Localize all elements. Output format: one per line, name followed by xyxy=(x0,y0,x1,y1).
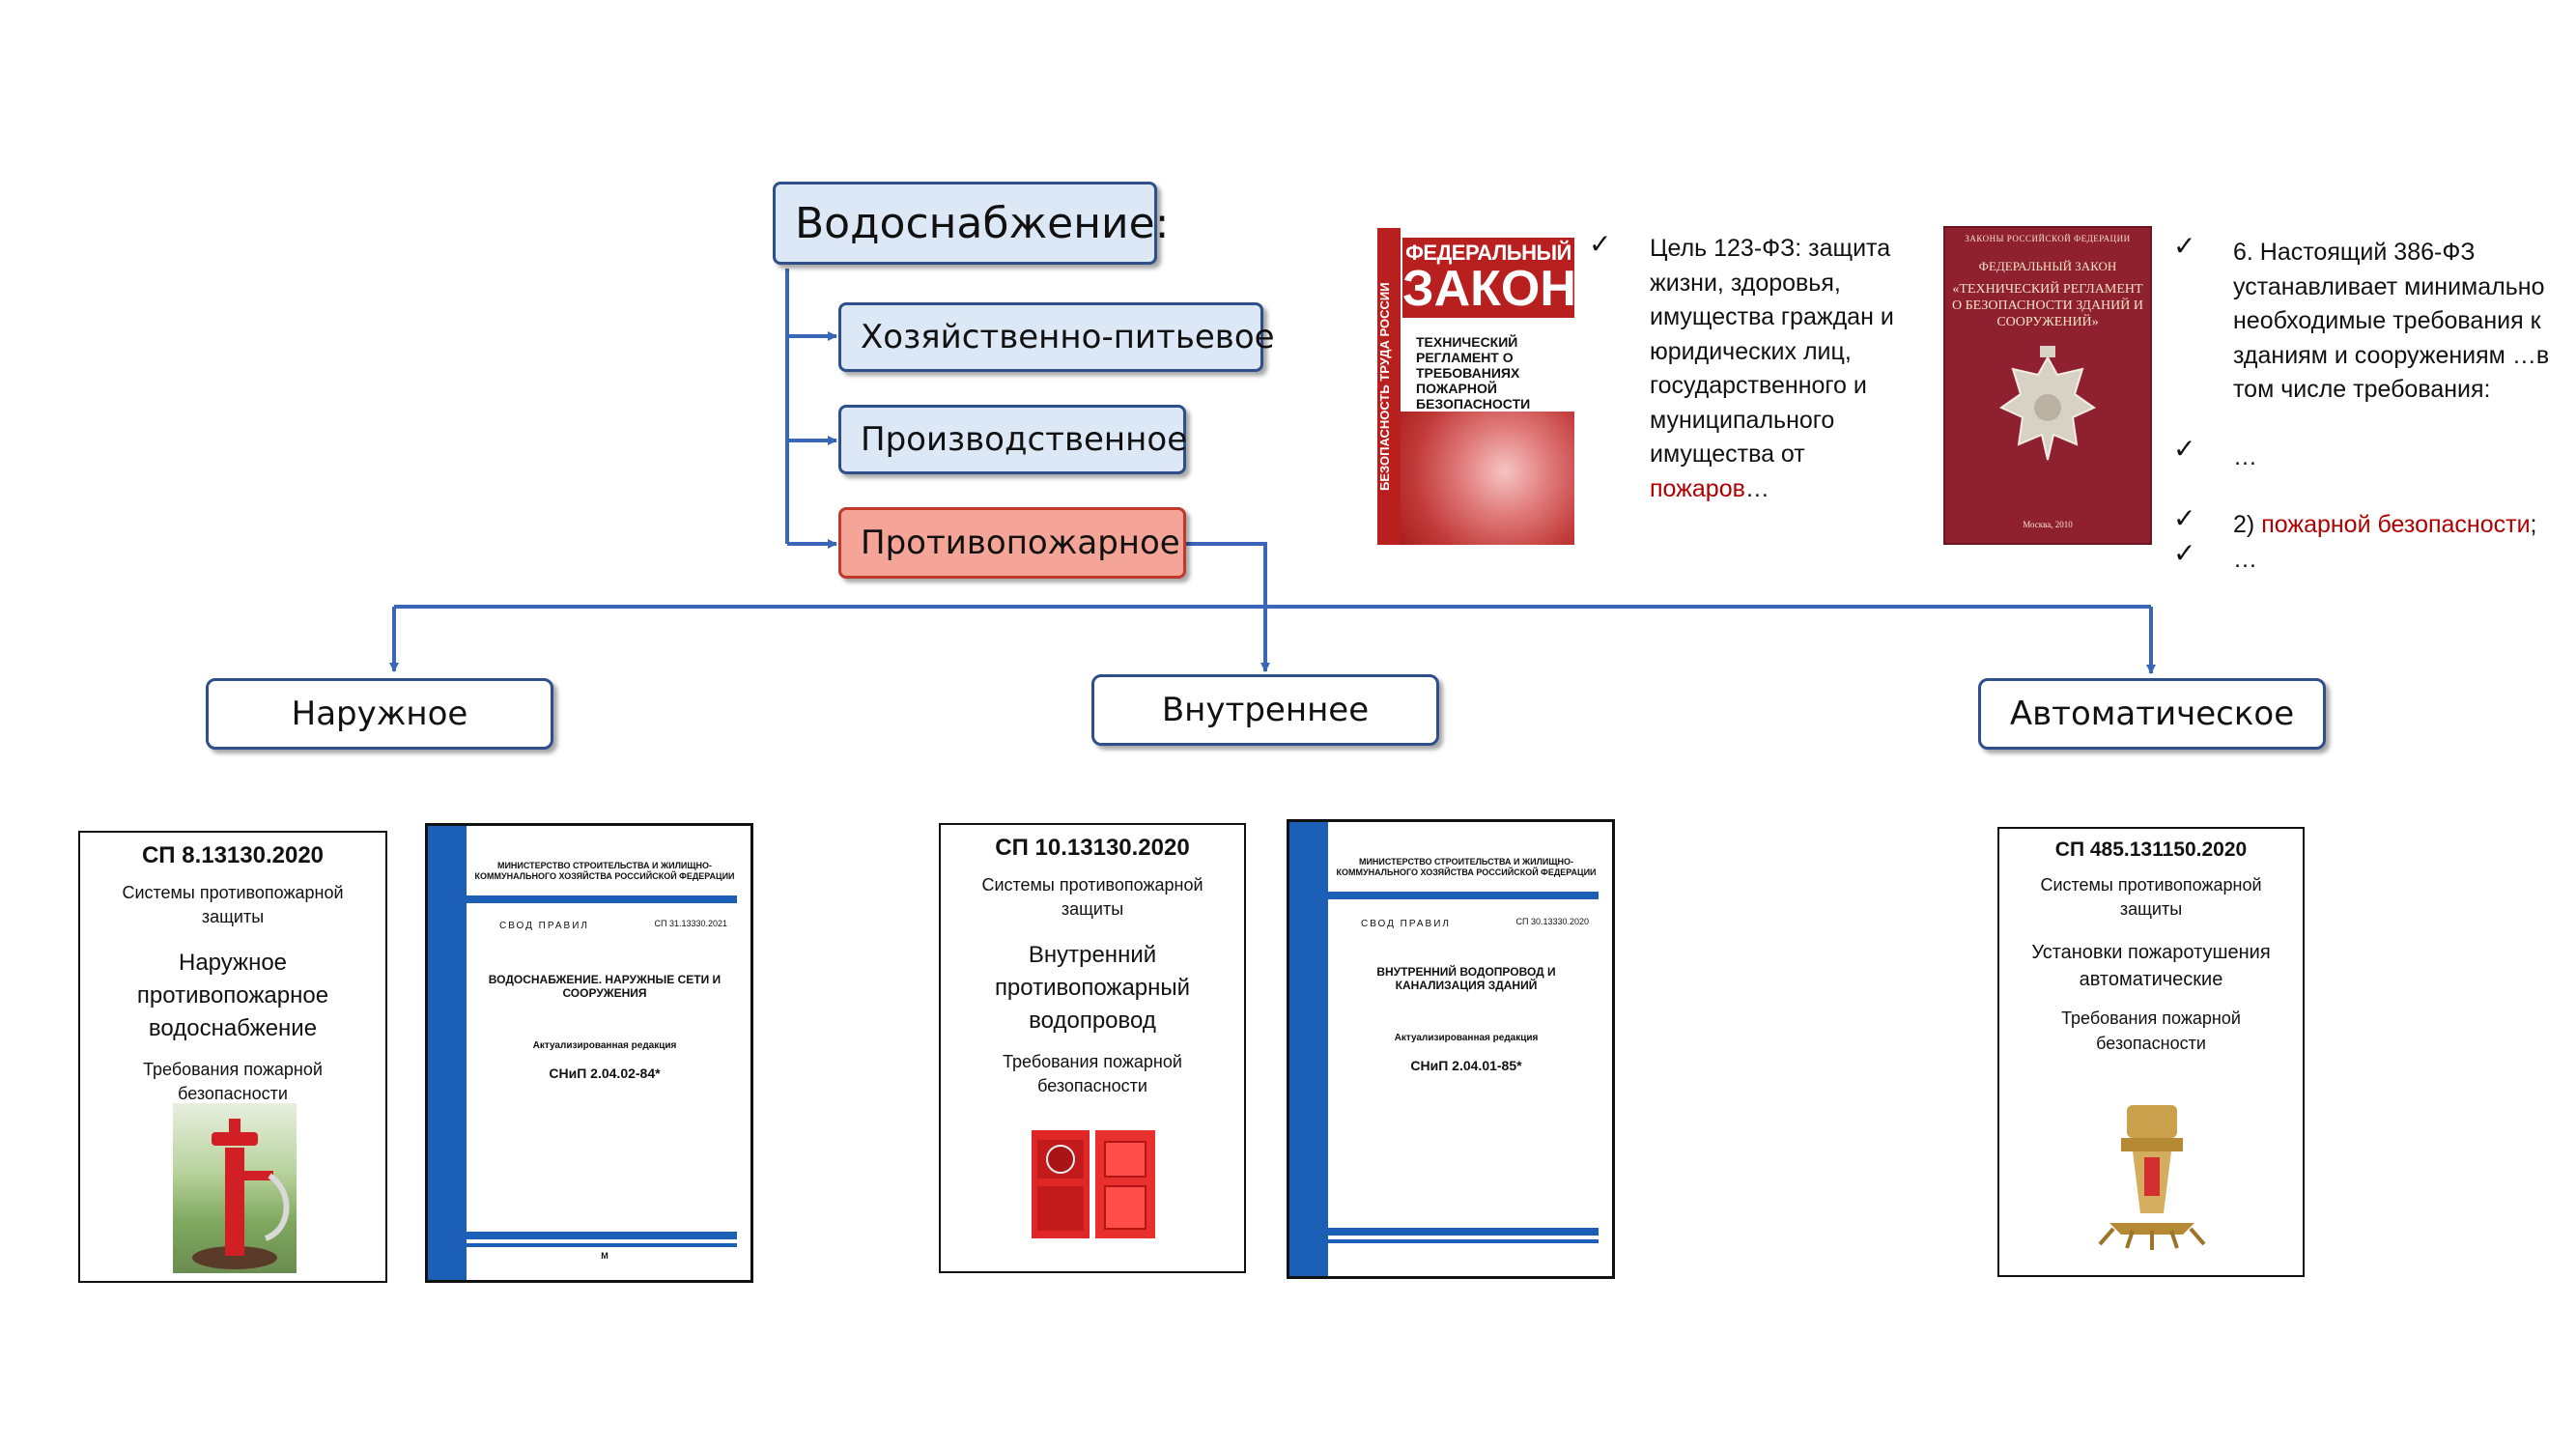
doc-requirements: Требования пожарной безопасности xyxy=(2061,1009,2241,1053)
category-outer: Наружное xyxy=(206,678,553,750)
law-123-cover-subtitle: ТЕХНИЧЕСКИЙ РЕГЛАМЕНТ О ТРЕБОВАНИЯХ ПОЖА… xyxy=(1416,334,1531,412)
doc-code: СП 10.13130.2020 xyxy=(995,835,1190,861)
sp-485-document: СП 485.131150.2020 Системы противопожарн… xyxy=(1997,827,2305,1277)
snip-snip-number: СНиП 2.04.02-84* xyxy=(549,1065,661,1081)
snip-snip-number: СНиП 2.04.01-85* xyxy=(1410,1058,1522,1073)
law-123-cover-spine: БЕЗОПАСНОСТЬ ТРУДА РОССИИ xyxy=(1377,228,1401,545)
snip-number: СП 30.13330.2020 xyxy=(1515,917,1589,926)
check-icon: ✓ xyxy=(2173,502,2196,534)
category-label: Автоматическое xyxy=(2009,695,2295,733)
law-386-cover-title: «ТЕХНИЧЕСКИЙ РЕГЛАМЕНТ О БЕЗОПАСНОСТИ ЗД… xyxy=(1951,282,2143,329)
snip-number: СП 31.13330.2021 xyxy=(654,919,727,928)
snip-title: ВНУТРЕННИЙ ВОДОПРОВОД И КАНАЛИЗАЦИЯ ЗДАН… xyxy=(1376,965,1556,993)
law-123-text: Цель 123-ФЗ: защита жизни, здоровья, иму… xyxy=(1650,235,1894,502)
tree-node-label: Противопожарное xyxy=(861,524,1180,562)
tree-root-node: Водоснабжение: xyxy=(773,182,1169,265)
doc-system: Системы противопожарной защиты xyxy=(122,883,344,927)
tree-node-label: Хозяйственно-питьевое xyxy=(861,318,1275,356)
law-123-text-red: пожаров xyxy=(1650,474,1745,502)
doc-code: СП 485.131150.2020 xyxy=(2054,838,2248,861)
coat-of-arms-icon xyxy=(1998,346,2097,461)
category-label: Наружное xyxy=(291,695,468,733)
doc-name: Внутренний противопожарный водопровод xyxy=(994,942,1191,1034)
category-label: Внутреннее xyxy=(1161,691,1370,729)
sp-8-document: СП 8.13130.2020 Системы противопожарной … xyxy=(78,831,387,1283)
snip-title: ВОДОСНАБЖЕНИЕ. НАРУЖНЫЕ СЕТИ И СООРУЖЕНИ… xyxy=(488,973,722,1001)
snip-svod: СВОД ПРАВИЛ xyxy=(499,921,589,931)
check-icon: ✓ xyxy=(2173,537,2196,569)
category-automatic: Автоматическое xyxy=(1978,678,2326,750)
doc-system: Системы противопожарной защиты xyxy=(2040,875,2262,920)
law-386-cover-top: ЗАКОНЫ РОССИЙСКОЙ ФЕДЕРАЦИИ xyxy=(1965,234,2131,243)
fire-to-bus-line xyxy=(1185,542,1270,672)
law-386-text: 6. Настоящий 386-ФЗ устанавливает минима… xyxy=(2233,239,2550,403)
doc-code: СП 8.13130.2020 xyxy=(141,842,325,868)
doc-name: Установки пожаротушения автоматические xyxy=(2031,942,2271,991)
check-icon: ✓ xyxy=(2173,433,2196,465)
fire-hydrant-icon xyxy=(192,1119,290,1269)
sp-31-cover: МИНИСТЕРСТВО СТРОИТЕЛЬСТВА И ЖИЛИЩНО-КОМ… xyxy=(425,823,753,1283)
doc-requirements: Требования пожарной безопасности xyxy=(1003,1052,1182,1096)
law-386-item-red: пожарной безопасности xyxy=(2261,511,2531,538)
snip-footer: М xyxy=(601,1251,609,1261)
sp-30-cover: МИНИСТЕРСТВО СТРОИТЕЛЬСТВА И ЖИЛИЩНО-КОМ… xyxy=(1287,819,1615,1279)
doc-name: Наружное противопожарное водоснабжение xyxy=(136,950,329,1041)
tree-node-firefighting: Противопожарное xyxy=(838,507,1186,579)
check-icon: ✓ xyxy=(2173,230,2196,262)
doc-system: Системы противопожарной защиты xyxy=(981,875,1203,920)
law-386-cover-law: ФЕДЕРАЛЬНЫЙ ЗАКОН xyxy=(1978,259,2117,273)
sprinkler-icon xyxy=(2098,1105,2206,1250)
law-123-cover-title: ФЕДЕРАЛЬНЫЙ ЗАКОН xyxy=(1402,238,1574,319)
snip-actual: Актуализированная редакция xyxy=(532,1040,677,1051)
firefighter-image xyxy=(1401,412,1574,545)
snip-svod: СВОД ПРАВИЛ xyxy=(1361,919,1451,929)
law-386-cover: ЗАКОНЫ РОССИЙСКОЙ ФЕДЕРАЦИИ ФЕДЕРАЛЬНЫЙ … xyxy=(1943,226,2152,545)
law-386-dots-2: … xyxy=(2233,546,2257,573)
tree-root-label: Водоснабжение: xyxy=(795,198,1170,248)
check-icon: ✓ xyxy=(1589,228,1612,260)
law-123-cover: БЕЗОПАСНОСТЬ ТРУДА РОССИИ ФЕДЕРАЛЬНЫЙ ЗА… xyxy=(1377,228,1574,545)
fire-hose-cabinet-icon xyxy=(1032,1130,1155,1238)
category-inner: Внутреннее xyxy=(1091,674,1439,746)
snip-ministry: МИНИСТЕРСТВО СТРОИТЕЛЬСТВА И ЖИЛИЩНО-КОМ… xyxy=(474,861,735,881)
tree-node-label: Производственное xyxy=(861,420,1188,459)
doc-requirements: Требования пожарной безопасности xyxy=(143,1060,323,1104)
law-386-dots-1: … xyxy=(2233,443,2257,470)
law-386-cover-foot: Москва, 2010 xyxy=(2023,520,2073,529)
snip-actual: Актуализированная редакция xyxy=(1394,1033,1539,1043)
tree-node-household: Хозяйственно-питьевое xyxy=(838,302,1275,372)
sp-10-document: СП 10.13130.2020 Системы противопожарной… xyxy=(939,823,1246,1273)
tree-node-industrial: Производственное xyxy=(838,405,1188,474)
fire-hydrant-image xyxy=(173,1103,297,1273)
law-386-item: 2) пожарной безопасности; xyxy=(2233,511,2537,538)
snip-ministry: МИНИСТЕРСТВО СТРОИТЕЛЬСТВА И ЖИЛИЩНО-КОМ… xyxy=(1336,857,1597,877)
